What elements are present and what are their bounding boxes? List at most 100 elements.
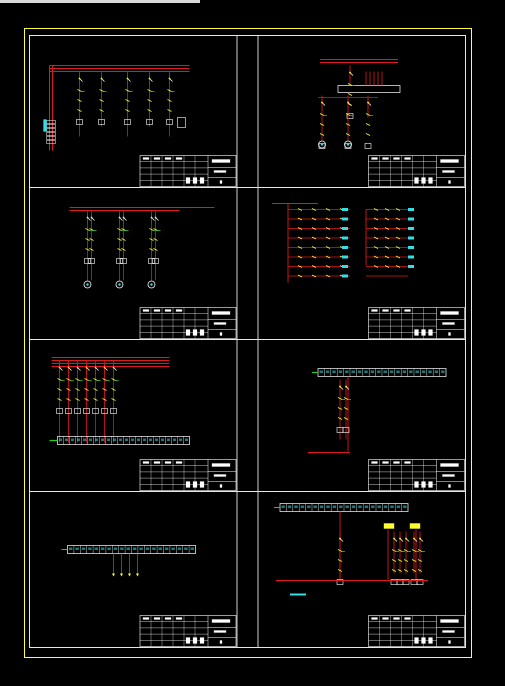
contact (84, 388, 89, 391)
contact (78, 77, 81, 80)
title-block-text (414, 637, 419, 644)
sheet-1 (43, 65, 237, 187)
coil-label (342, 236, 348, 240)
terminal-label (137, 438, 140, 441)
contact (111, 388, 116, 391)
contact (125, 99, 130, 102)
terminal-label (184, 547, 188, 550)
title-block-frame (139, 307, 237, 339)
contact (325, 217, 331, 221)
title-block-text (192, 177, 198, 184)
title-block (368, 155, 465, 187)
contact (384, 208, 390, 211)
contact (112, 366, 115, 369)
terminal-label (145, 547, 150, 550)
terminal-label (319, 370, 323, 373)
contact (85, 248, 90, 251)
title-block-text (192, 329, 198, 336)
terminal-label (101, 438, 104, 441)
contact (367, 101, 369, 104)
contact (399, 537, 401, 540)
contact (325, 265, 331, 268)
title-block-text (164, 157, 172, 160)
relay (98, 119, 105, 125)
terminal-label (95, 438, 98, 441)
contact (66, 388, 71, 391)
contact (365, 123, 371, 126)
contact (85, 366, 88, 369)
contact (117, 228, 122, 231)
contact (343, 407, 349, 410)
contact (373, 246, 379, 249)
contact (384, 217, 390, 221)
contact (395, 227, 401, 230)
contact (102, 398, 107, 401)
contact (343, 417, 349, 420)
terminal-label (396, 505, 401, 508)
title-block-text (404, 461, 411, 464)
title-block-text (142, 617, 150, 620)
contact (89, 238, 94, 241)
contact (75, 378, 80, 381)
relay (84, 258, 91, 264)
contact (391, 549, 397, 552)
sheet-5 (49, 357, 237, 491)
coil-label (342, 217, 348, 221)
terminal-label (131, 438, 134, 441)
terminal-label (389, 370, 394, 373)
terminal-label (345, 370, 349, 373)
motor-core (86, 283, 89, 286)
coil-label (342, 246, 348, 249)
meter-block (46, 128, 56, 132)
terminal-label (179, 438, 182, 441)
title-block (139, 307, 237, 339)
contact (121, 248, 126, 251)
top-scrollbar[interactable] (0, 0, 200, 3)
motor-symbol (147, 280, 156, 289)
title-block-text (428, 177, 433, 184)
terminal-label (415, 370, 419, 373)
contact (337, 569, 343, 572)
title-block-text (192, 637, 198, 644)
sheet-3 (69, 207, 237, 339)
relay (177, 117, 186, 128)
contact (125, 89, 130, 92)
contact (345, 113, 351, 116)
contact (311, 236, 317, 240)
contact (319, 113, 325, 116)
terminal-label (409, 370, 413, 373)
terminal-label (377, 370, 381, 373)
title-block-text (142, 157, 150, 160)
title-block-text (428, 481, 433, 488)
title-block-text (448, 484, 451, 488)
terminal-label (326, 505, 330, 508)
outer-frame (24, 28, 472, 658)
contact (311, 274, 317, 278)
terminal-label (125, 438, 128, 441)
title-block-text (404, 157, 411, 160)
contact (337, 417, 343, 420)
contact (121, 228, 126, 231)
title-block-text (219, 484, 223, 488)
title-block-text (440, 463, 459, 467)
terminal-label (403, 505, 407, 508)
coil-label (408, 265, 414, 268)
contact (373, 208, 379, 211)
title-block-text (442, 322, 455, 325)
contact (384, 246, 390, 249)
contact (103, 366, 106, 369)
contact (337, 407, 343, 410)
relay (65, 408, 72, 414)
contact (125, 109, 130, 112)
contact (149, 228, 154, 231)
contact (403, 549, 409, 552)
contact (384, 236, 390, 240)
title-block-text (213, 170, 227, 173)
title-block-frame (368, 615, 465, 647)
contact (411, 559, 417, 562)
terminal-label (177, 547, 182, 550)
contact (118, 216, 121, 219)
title-block-text (421, 177, 426, 184)
terminal-label (113, 438, 116, 441)
contact (325, 246, 331, 249)
